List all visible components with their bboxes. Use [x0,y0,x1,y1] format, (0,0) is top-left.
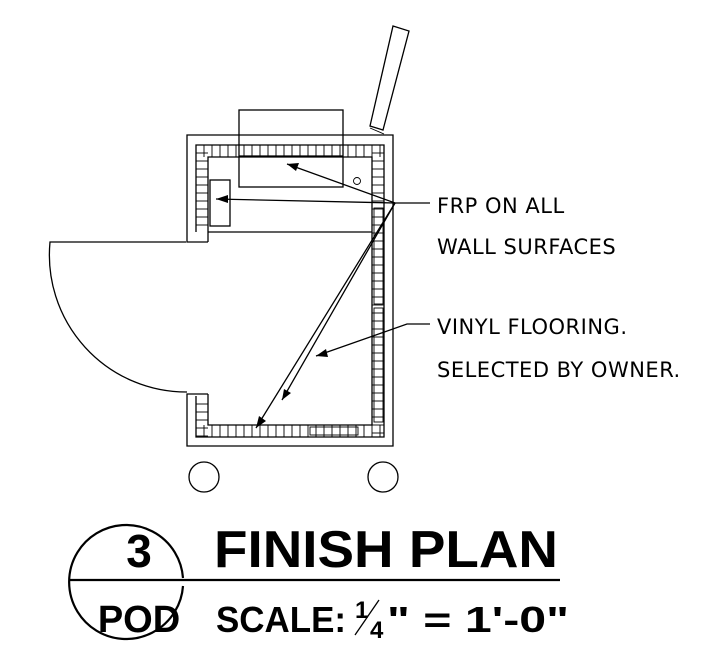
room-interior [208,179,384,436]
wheel-right [367,461,399,493]
scale-fraction-numerator: 1 [355,597,368,624]
wheel-left [188,461,220,493]
wheels [188,461,399,493]
door-swing [48,241,188,393]
scale-fraction-denominator: 4 [370,617,384,644]
scale-value: " = 1'-0" [387,599,569,640]
frp-note-line1: FRP ON ALL [437,194,565,218]
drawing-title: FINISH PLAN [214,521,558,579]
wall-tile-band [195,144,385,438]
sink-counter [238,109,361,188]
vinyl-note-line2: SELECTED BY OWNER. [437,358,681,382]
scale-label: SCALE: [216,599,346,640]
leader-lines [215,163,430,429]
pod-outer-wall [186,134,394,447]
vent-pipe [369,25,410,135]
title-block: 3 POD FINISH PLAN SCALE: 1 4 " = 1'-0" [68,521,569,644]
sheet-reference: POD [98,599,180,641]
detail-number: 3 [126,525,152,577]
vinyl-note-line1: VINYL FLOORING. [437,315,628,339]
frp-note-line2: WALL SURFACES [437,235,616,259]
